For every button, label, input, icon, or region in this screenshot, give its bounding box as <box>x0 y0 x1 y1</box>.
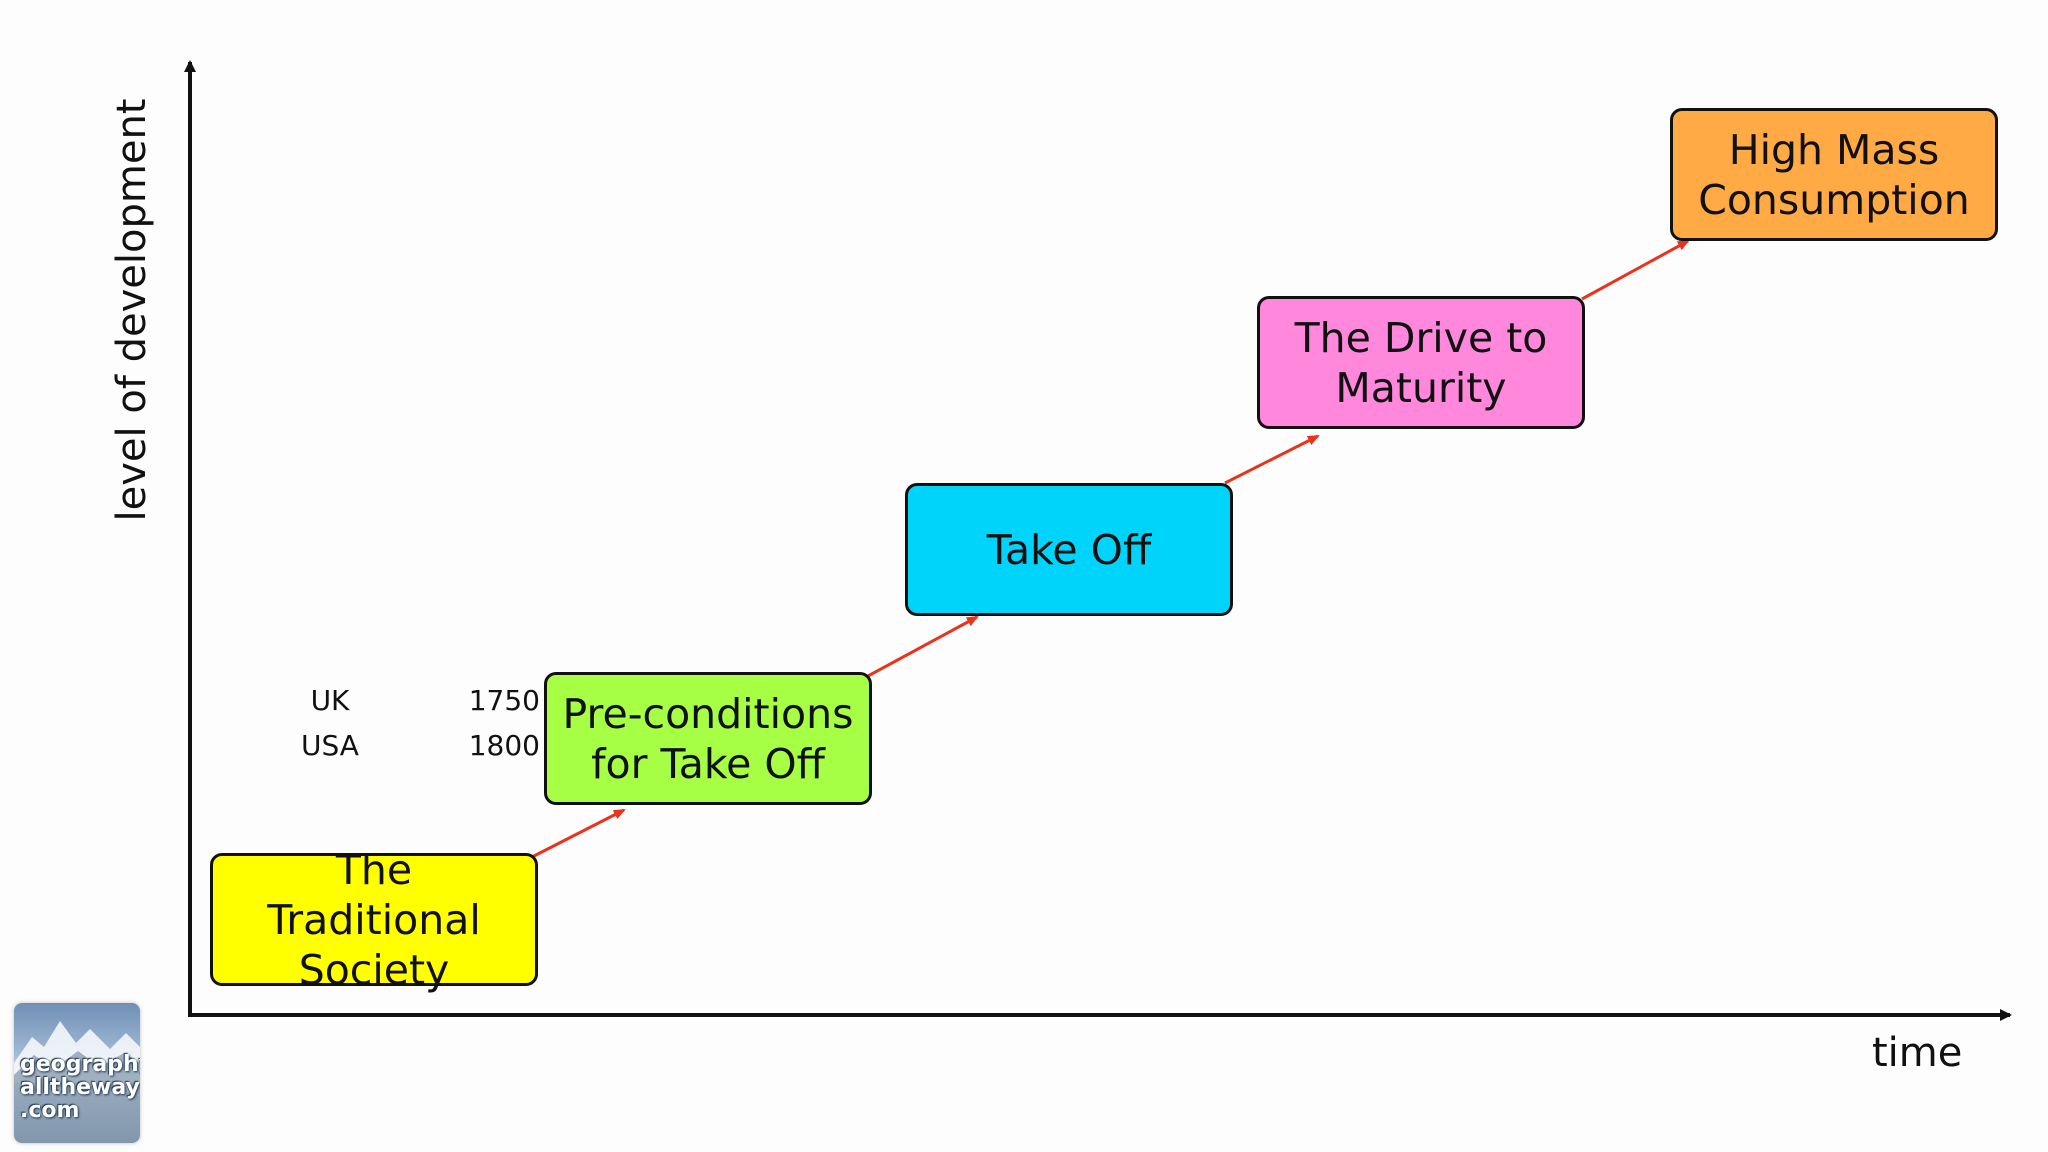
date-year: 1750 <box>468 684 540 717</box>
stage-take-off: Take Off <box>905 483 1233 616</box>
date-row: USA 1800 <box>290 723 540 768</box>
logo-line1: geography <box>20 1052 140 1077</box>
stage-preconditions-for-take-off: Pre-conditions for Take Off <box>544 672 872 805</box>
arrow-takeoff-to-drive <box>1224 434 1320 485</box>
logo-text: geography alltheway .com <box>20 1053 140 1122</box>
date-country: UK <box>310 684 350 717</box>
x-axis-label: time <box>1872 1030 1963 1076</box>
stage-label-line1: The Drive to <box>1294 313 1548 362</box>
date-row: UK 1750 <box>290 678 540 723</box>
stage-high-mass-consumption: High Mass Consumption <box>1670 108 1998 241</box>
arrow-traditional-to-preconditions <box>531 808 626 859</box>
stage-label-line2: Consumption <box>1698 175 1970 224</box>
logo-line3: .com <box>20 1098 80 1123</box>
date-country: USA <box>301 729 359 762</box>
stage-label-line2: Society <box>298 945 450 994</box>
stage-label-line2: for Take Off <box>591 739 825 788</box>
logo-line2: alltheway <box>20 1075 140 1100</box>
arrow-preconditions-to-takeoff <box>867 615 979 678</box>
arrow-drive-to-consumption <box>1581 239 1690 301</box>
mountain-icon <box>14 1021 140 1143</box>
stage-drive-to-maturity: The Drive to Maturity <box>1257 296 1585 429</box>
y-axis-label: level of development <box>109 98 155 522</box>
stage-label-line1: Pre-conditions <box>562 689 854 738</box>
stage-traditional-society: The Traditional Society <box>210 846 538 994</box>
stage-label-line1: Take Off <box>986 525 1152 574</box>
date-year: 1800 <box>468 729 540 762</box>
site-logo: geography alltheway .com <box>14 1003 140 1143</box>
stage-label-line1: High Mass <box>1728 125 1940 174</box>
stage-label-line2: Maturity <box>1335 363 1507 412</box>
take-off-dates-table: UK 1750 USA 1800 <box>290 678 540 768</box>
stage-label-line1: The Traditional <box>267 845 481 944</box>
